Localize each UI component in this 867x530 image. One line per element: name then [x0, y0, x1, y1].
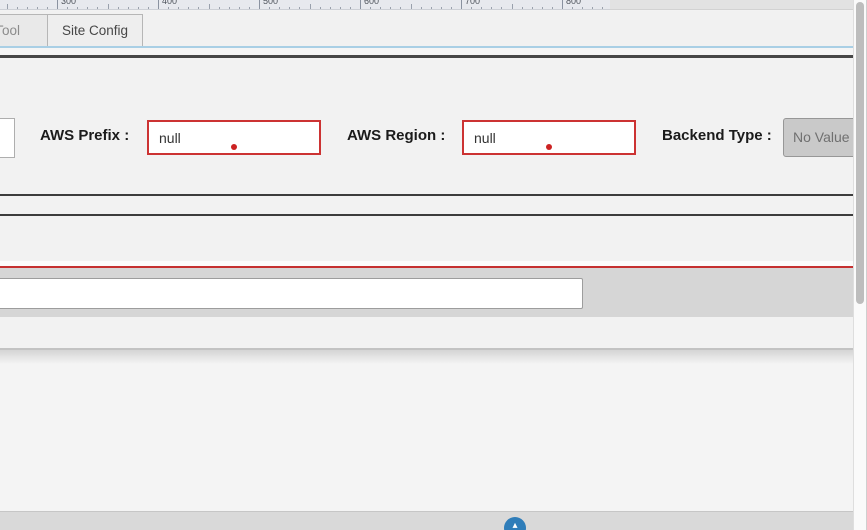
ruler-tick — [511, 4, 513, 9]
ruler-label: 300 — [61, 0, 77, 6]
ruler-tick — [349, 7, 351, 9]
aws-region-label: AWS Region : — [347, 127, 446, 144]
ruler-label: 700 — [465, 0, 481, 6]
white-strip — [0, 261, 853, 266]
ruler-tick — [471, 7, 473, 9]
ruler-label: 500 — [263, 0, 279, 6]
ruler-tick — [339, 7, 341, 9]
tab-bar: y Tool Site Config — [0, 11, 853, 46]
lower-divider-shadow — [0, 350, 853, 364]
ruler-tick — [360, 0, 361, 9]
ruler-tick — [461, 0, 462, 9]
ruler-tick — [319, 7, 321, 9]
ruler-tick — [77, 7, 79, 9]
ruler-tick — [370, 7, 372, 9]
ruler-tick — [57, 0, 58, 9]
section-divider — [0, 194, 853, 196]
ruler-right-filler — [610, 0, 853, 10]
aws-region-field-wrapper — [462, 120, 636, 155]
ruler-tick — [26, 7, 28, 9]
ruler-tick — [541, 7, 543, 9]
ruler-tick — [137, 7, 139, 9]
ruler-tick — [380, 7, 382, 9]
ruler-tick — [67, 7, 69, 9]
ruler-tick — [299, 7, 301, 9]
ruler-tick — [501, 7, 503, 9]
tab-accent-line — [0, 46, 853, 48]
ruler-tick — [127, 7, 129, 9]
ruler-tick — [158, 0, 159, 9]
ruler-tick — [178, 7, 180, 9]
ruler-tick — [36, 7, 38, 9]
ruler-tick — [440, 7, 442, 9]
ruler-tick — [289, 7, 291, 9]
ruler-tick — [420, 7, 422, 9]
ruler-tick — [168, 7, 170, 9]
expand-arrow-icon[interactable]: ▴ — [504, 517, 526, 530]
ruler-tick — [582, 7, 584, 9]
tab-tool-label: y Tool — [0, 23, 21, 38]
ruler-tick — [551, 7, 553, 9]
ruler-tick — [107, 4, 109, 9]
ruler-tick — [228, 7, 230, 9]
ruler-tick — [521, 7, 523, 9]
ruler-tick — [238, 7, 240, 9]
ruler-tick — [390, 7, 392, 9]
ruler-tick — [491, 7, 493, 9]
footer-text-input[interactable] — [0, 278, 583, 309]
red-divider — [0, 266, 853, 268]
ruler-tick — [87, 7, 89, 9]
ruler-tick — [218, 7, 220, 9]
validation-error-dot-icon — [546, 144, 552, 150]
backend-type-label: Backend Type : — [662, 127, 772, 144]
tab-tool[interactable]: y Tool — [0, 14, 48, 46]
ruler-tick — [16, 7, 18, 9]
ruler-tick — [97, 7, 99, 9]
ruler-tick — [592, 7, 594, 9]
aws-prefix-label: AWS Prefix : — [40, 127, 130, 144]
section-divider — [0, 214, 853, 216]
lower-divider — [0, 348, 853, 350]
ruler-tick — [259, 0, 260, 9]
ruler-tick — [572, 7, 574, 9]
validation-error-dot-icon — [231, 144, 237, 150]
ruler-tick — [6, 4, 8, 9]
ruler-tick — [450, 7, 452, 9]
ruler-label: 800 — [566, 0, 582, 6]
scrollbar-thumb[interactable] — [856, 2, 864, 304]
vertical-scrollbar[interactable] — [853, 0, 867, 530]
ruler-tick — [188, 7, 190, 9]
ruler-tick — [279, 7, 281, 9]
content-top-divider — [0, 55, 853, 58]
bottom-status-bar — [0, 511, 853, 530]
ruler-tick — [117, 7, 119, 9]
ruler-tick — [329, 7, 331, 9]
ruler-tick — [198, 7, 200, 9]
lower-panel — [0, 350, 853, 511]
ruler-tick — [481, 7, 483, 9]
gap-strip — [0, 48, 853, 55]
ruler-tick — [269, 7, 271, 9]
ruler-label: 400 — [162, 0, 178, 6]
cutoff-left-input[interactable] — [0, 118, 15, 158]
ruler-label: 600 — [364, 0, 380, 6]
ruler-tick — [248, 7, 250, 9]
ruler-tick — [410, 4, 412, 9]
tab-site-config-label: Site Config — [62, 23, 129, 38]
ruler-tick — [309, 4, 311, 9]
tab-site-config[interactable]: Site Config — [47, 14, 143, 46]
ruler-tick — [602, 7, 604, 9]
horizontal-ruler: 300 400 500 600 700 800 — [0, 0, 610, 10]
ruler-tick — [208, 4, 210, 9]
ruler-tick — [531, 7, 533, 9]
aws-prefix-field-wrapper — [147, 120, 321, 155]
ruler-tick — [430, 7, 432, 9]
ruler-tick — [147, 7, 149, 9]
ruler-tick — [46, 7, 48, 9]
ruler-tick — [562, 0, 563, 9]
ruler-tick — [400, 7, 402, 9]
